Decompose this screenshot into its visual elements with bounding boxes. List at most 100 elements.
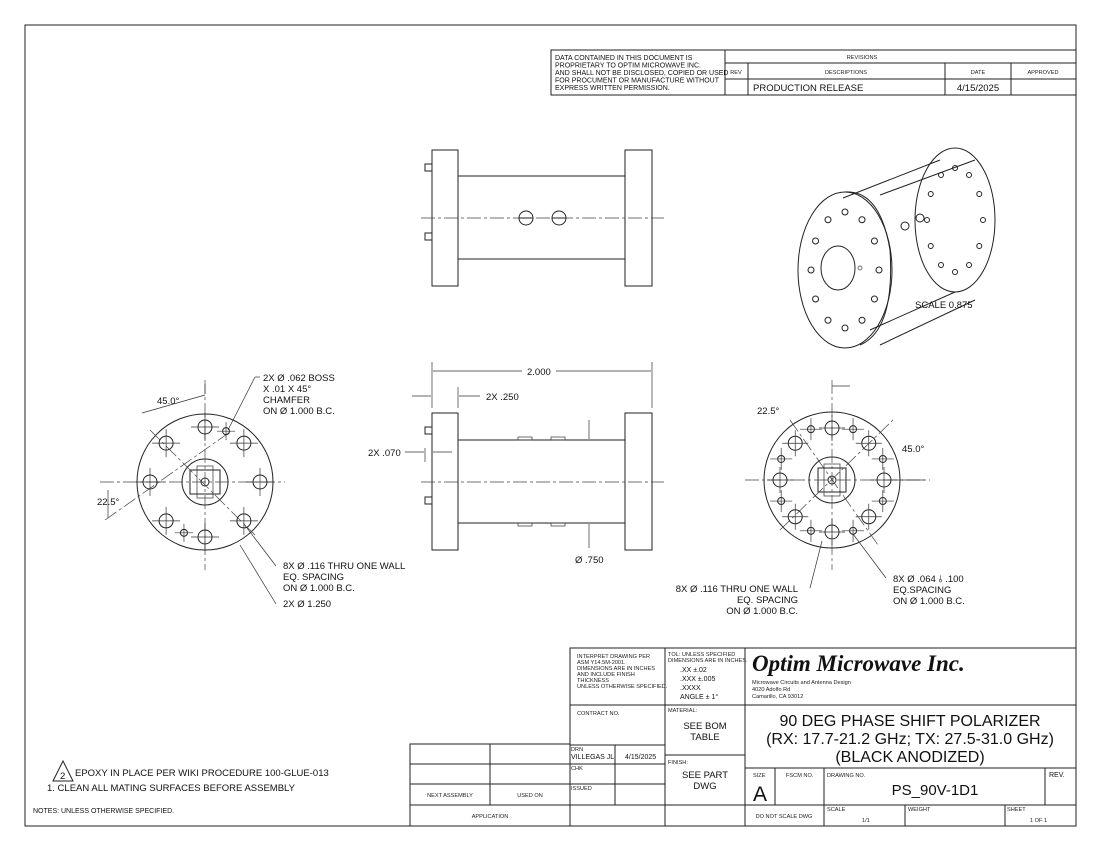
proprietary-line: AND SHALL NOT BE DISCLOSED, COPIED OR US…	[555, 70, 729, 77]
tolerance-value: .XX ±.02	[680, 667, 707, 674]
interpret-note: UNLESS OTHERWISE SPECIFIED.	[577, 684, 668, 690]
thru-callout: EQ. SPACING	[283, 572, 344, 583]
rev-label: REV.	[1049, 772, 1065, 779]
revisions-title: REVISIONS	[847, 55, 878, 61]
iso-hole	[841, 324, 849, 332]
tolerance-value: .XXXX	[680, 685, 701, 692]
rev-header: REV	[730, 70, 742, 76]
flange-dimension: 2X .250	[486, 392, 519, 403]
revision-block: DATA CONTAINED IN THIS DOCUMENT IS PROPR…	[550, 49, 1077, 96]
drawn-date: 4/15/2025	[625, 754, 656, 761]
drawing-title: 90 DEG PHASE SHIFT POLARIZER	[779, 713, 1040, 730]
boss-callout: ON Ø 1.000 B.C.	[263, 406, 335, 417]
top-view	[421, 149, 664, 287]
angle-45-label: 45.0°	[902, 444, 924, 455]
drawing-title: (BLACK ANODIZED)	[835, 749, 984, 766]
size-value: A	[753, 783, 767, 806]
iso-hole	[807, 266, 815, 274]
date-header: DATE	[971, 70, 986, 76]
approved-header: APPROVED	[1027, 70, 1058, 76]
tolerance-value: .XXX ±.005	[680, 676, 715, 683]
note-1: 1. CLEAN ALL MATING SURFACES BEFORE ASSE…	[47, 783, 296, 794]
desc-header: DESCRIPTIONS	[825, 70, 867, 76]
next-assembly-label: NEXT ASSEMBLY	[427, 793, 473, 799]
iso-hole	[875, 266, 883, 274]
iso-hole	[858, 316, 866, 324]
do-not-scale-note: DO NOT SCALE DWG	[756, 814, 813, 820]
interpret-note: ASM Y14.5M-2001.	[577, 660, 626, 666]
drawn-label: DRN	[571, 747, 583, 753]
drawn-by: VILLEGAS JL	[571, 754, 614, 761]
material-label: MATERIAL:	[668, 708, 698, 714]
iso-hole	[812, 295, 820, 303]
scale-value: 1/1	[862, 818, 870, 824]
proprietary-line: EXPRESS WRITTEN PERMISSION.	[555, 85, 670, 92]
blind-callout: ON Ø 1.000 B.C.	[893, 596, 965, 607]
blind-callout: EQ.SPACING	[893, 585, 951, 596]
iso-hole	[870, 295, 878, 303]
company-city: Camarillo, CA 93012	[752, 694, 803, 700]
iso-hole	[812, 237, 820, 245]
tolerance-value: ANGLE ± 1°	[680, 693, 718, 701]
checked-label: CHK	[571, 766, 583, 772]
tolerance-header: DIMENSIONS ARE IN INCHES.	[668, 658, 748, 664]
note-2: EPOXY IN PLACE PER WIKI PROCEDURE 100-GL…	[75, 768, 329, 779]
interpret-note: AND INCLUDE FINISH	[577, 672, 635, 678]
note-flag-icon	[52, 759, 74, 782]
sheet-value: 1 OF 1	[1030, 818, 1047, 824]
iso-hole	[938, 171, 944, 178]
finish-value: DWG	[693, 781, 716, 792]
proprietary-line: DATA CONTAINED IN THIS DOCUMENT IS	[555, 55, 693, 62]
thru-callout: 8X Ø .116 THRU ONE WALL	[283, 561, 405, 572]
blind-callout: 8X Ø .064 ⫰ .100	[893, 574, 964, 585]
drawing-title: (RX: 17.7-21.2 GHz; TX: 27.5-31.0 GHz)	[766, 731, 1054, 748]
iso-scale-label: SCALE 0.875	[915, 300, 973, 311]
iso-hole	[966, 171, 972, 178]
used-on-label: USED ON	[517, 793, 543, 799]
isometric-view: SCALE 0.875	[797, 147, 996, 349]
revision-date: 4/15/2025	[957, 83, 999, 94]
angle-22-label: 22.5°	[757, 406, 779, 417]
iso-hole	[858, 216, 866, 224]
company-address: 4020 Adolfo Rd	[752, 687, 790, 693]
material-value: SEE BOM	[683, 721, 726, 732]
interpret-note: THICKNESS	[577, 678, 609, 684]
iso-hole	[966, 262, 972, 269]
thru-callout: EQ. SPACING	[737, 595, 798, 606]
company-logo: Optim Microwave Inc.	[752, 651, 965, 676]
iso-hole	[841, 208, 849, 216]
thru-callout: ON Ø 1.000 B.C.	[283, 583, 355, 594]
proprietary-line: PROPRIETARY TO OPTIM MICROWAVE INC.	[555, 63, 701, 70]
sheet-label: SHEET	[1007, 807, 1026, 813]
material-value: TABLE	[690, 732, 719, 743]
finish-value: SEE PART	[682, 770, 728, 781]
iso-hole	[976, 243, 983, 249]
iso-hole	[927, 243, 934, 249]
drawing-number: PS_90V-1D1	[892, 782, 979, 799]
thru-callout: ON Ø 1.000 B.C.	[726, 606, 798, 617]
interpret-note: INTERPRET DRAWING PER	[577, 654, 650, 660]
side-view: 2.000 2X .250 2X .070 Ø .750	[368, 362, 664, 566]
note2-flag: 2	[60, 771, 65, 782]
angle-45-label: 45.0°	[157, 396, 179, 407]
iso-hole	[870, 237, 878, 245]
right-end-view: 22.5° 45.0° 8X Ø .116 THRU ONE WALL EQ. …	[676, 380, 965, 617]
notes: 2 EPOXY IN PLACE PER WIKI PROCEDURE 100-…	[33, 759, 329, 815]
scale-label: SCALE	[827, 807, 846, 813]
iso-hole	[980, 217, 986, 223]
left-end-view: 45.0° 22.5° 2X Ø .062 BOSS X .01 X 45° C…	[97, 373, 405, 610]
boss-callout: CHAMFER	[263, 395, 310, 406]
boss-callout: 2X Ø .062 BOSS	[263, 373, 335, 384]
fscm-label: FSCM NO.	[786, 773, 814, 779]
company-tagline: Microwave Circuits and Antenna Design	[752, 680, 851, 686]
contract-label: CONTRACT NO.	[577, 711, 620, 717]
iso-hole	[952, 269, 958, 275]
size-label: SIZE	[753, 773, 766, 779]
tolerance-header: TOL: UNLESS SPECIFIED	[668, 652, 735, 658]
weight-label: WEIGHT	[908, 807, 931, 813]
iso-hole	[938, 262, 944, 269]
assembly-block: NEXT ASSEMBLY USED ON APPLICATION	[409, 743, 571, 827]
boss-callout: X .01 X 45°	[263, 384, 311, 395]
finish-label: FINISH:	[668, 760, 688, 766]
